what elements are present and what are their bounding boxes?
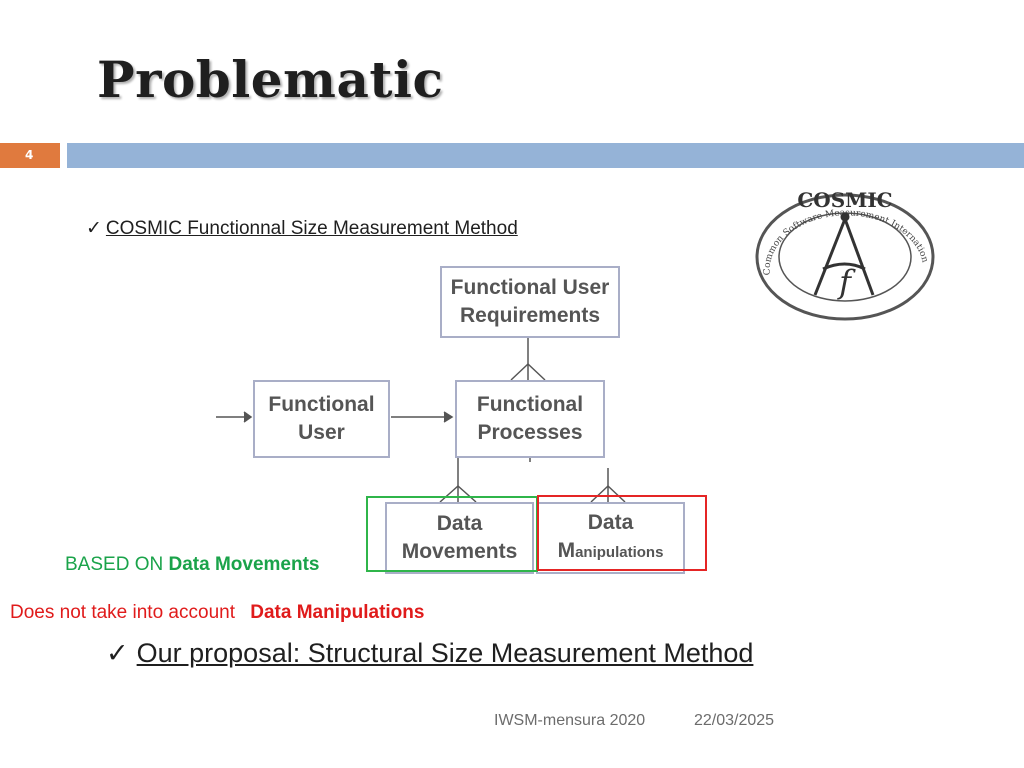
compass-icon: [813, 212, 875, 296]
bullet-proposal: ✓Our proposal: Structural Size Measureme…: [106, 638, 753, 669]
box-data-movements: Data Movements: [385, 502, 534, 574]
fu-line-1: Functional: [268, 393, 375, 416]
footer-conference: IWSM-mensura 2020: [494, 712, 646, 729]
slide-number-badge: 4: [0, 143, 60, 168]
bullet-cosmic: ✓COSMIC Functionnal Size Measurement Met…: [86, 217, 518, 240]
box-data-manipulations: Data Manipulations: [536, 502, 685, 574]
box-functional-processes: Functional Processes: [455, 380, 605, 458]
slide-title: Problematic: [97, 50, 444, 109]
dmp-cap: M: [557, 539, 576, 562]
fur-line-2: Requirements: [459, 304, 601, 327]
bullet-cosmic-text: COSMIC Functionnal Size Measurement Meth…: [105, 218, 518, 239]
fu-line-2: User: [298, 421, 345, 444]
based-bold: Data Movements: [168, 554, 320, 575]
box-functional-user: Functional User: [253, 380, 390, 458]
bullet-proposal-text: Our proposal: Structural Size Measuremen…: [136, 638, 754, 668]
fp-line-2: Processes: [477, 421, 583, 444]
box-functional-user-requirements: Functional User Requirements: [440, 266, 620, 338]
note-based-on: BASED ON Data Movements: [65, 554, 319, 576]
slide-number: 4: [25, 148, 34, 162]
dm-line-1: Data: [436, 512, 483, 535]
based-prefix: BASED ON: [65, 554, 164, 575]
not-bold: Data Manipulations: [250, 602, 425, 623]
checkmark-icon: ✓: [106, 638, 129, 669]
header-bar: [67, 143, 1024, 168]
not-prefix: Does not take into account: [10, 602, 235, 623]
logo-top-text: COSMIC: [797, 188, 892, 212]
footer-date: 22/03/2025: [694, 712, 775, 729]
checkmark-icon: ✓: [86, 217, 102, 239]
highlight-data-manipulations: [537, 495, 707, 571]
dmp-rest: anipulations: [575, 544, 664, 561]
fp-line-1: Functional: [476, 393, 584, 416]
dmp-line-1: Data: [587, 511, 634, 534]
fur-line-1: Functional User: [450, 276, 610, 299]
dm-line-2: Movements: [401, 540, 518, 563]
dmp-line-2: Manipulations: [538, 537, 683, 567]
cosmic-logo: Common Software Measurement Internationa…: [745, 185, 935, 321]
note-not-into-account: Does not take into account Data Manipula…: [10, 602, 424, 624]
highlight-data-movements: [366, 496, 538, 572]
